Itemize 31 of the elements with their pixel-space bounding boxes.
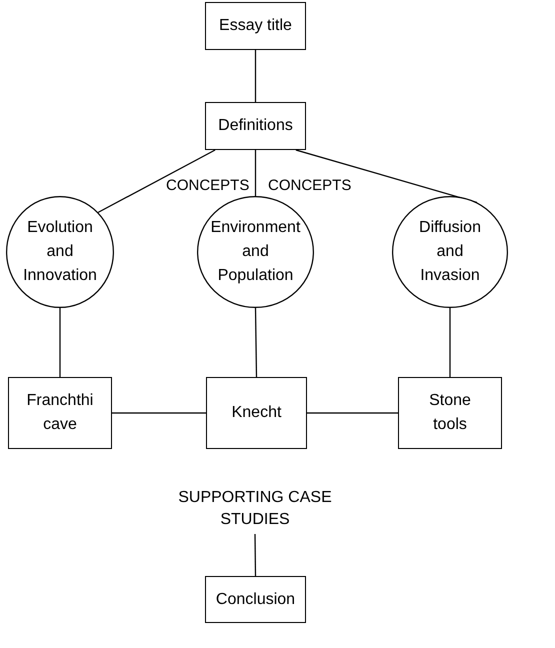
connector-line xyxy=(254,150,256,196)
process-box xyxy=(205,576,306,623)
node-text: Definitions xyxy=(218,116,293,136)
connector-line xyxy=(449,308,451,377)
concept-label: CONCEPTS xyxy=(268,177,352,195)
node-text: Stone tools xyxy=(428,391,472,435)
concept-label: CONCEPTS xyxy=(166,177,250,195)
connector-line xyxy=(254,308,258,377)
connector-line xyxy=(98,149,216,213)
connector-line xyxy=(59,308,61,377)
connector-line xyxy=(307,412,398,414)
node-text: Conclusion xyxy=(216,590,296,610)
node-text: Environment and Population xyxy=(210,218,302,286)
process-box xyxy=(205,102,306,150)
connector-line xyxy=(254,50,256,102)
connector-line xyxy=(112,412,206,414)
concept-ellipse xyxy=(6,196,114,308)
node-text: Franchthi cave xyxy=(26,391,94,435)
process-box xyxy=(398,377,502,449)
process-box xyxy=(8,377,112,449)
node-text: Evolution and Innovation xyxy=(22,218,98,286)
section-heading: SUPPORTING CASE STUDIES xyxy=(177,488,333,530)
process-box xyxy=(206,377,307,449)
node-text: Knecht xyxy=(232,403,282,423)
concept-ellipse xyxy=(197,196,314,308)
connector-line xyxy=(254,534,256,576)
node-text: Diffusion and Invasion xyxy=(418,218,482,286)
node-text: Essay title xyxy=(219,16,292,36)
connector-line xyxy=(296,149,478,203)
concept-ellipse xyxy=(392,196,508,308)
process-box xyxy=(205,2,306,50)
